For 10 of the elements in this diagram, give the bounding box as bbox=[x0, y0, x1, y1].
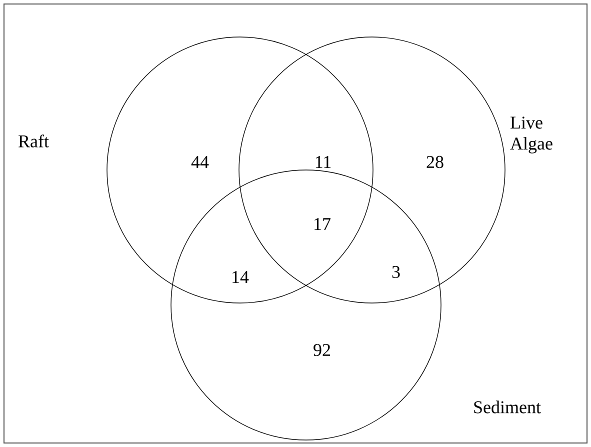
set-label: Sediment bbox=[474, 400, 541, 414]
region-count: 44 bbox=[191, 156, 209, 168]
region-count: 14 bbox=[232, 271, 249, 283]
region-count: 11 bbox=[316, 156, 331, 168]
region-count: 92 bbox=[314, 344, 330, 356]
set-label: Live Algae bbox=[510, 116, 552, 154]
region-count: 28 bbox=[426, 156, 444, 168]
region-count: 3 bbox=[392, 266, 400, 278]
set-label: Raft bbox=[18, 134, 49, 148]
region-count: 17 bbox=[314, 218, 330, 230]
